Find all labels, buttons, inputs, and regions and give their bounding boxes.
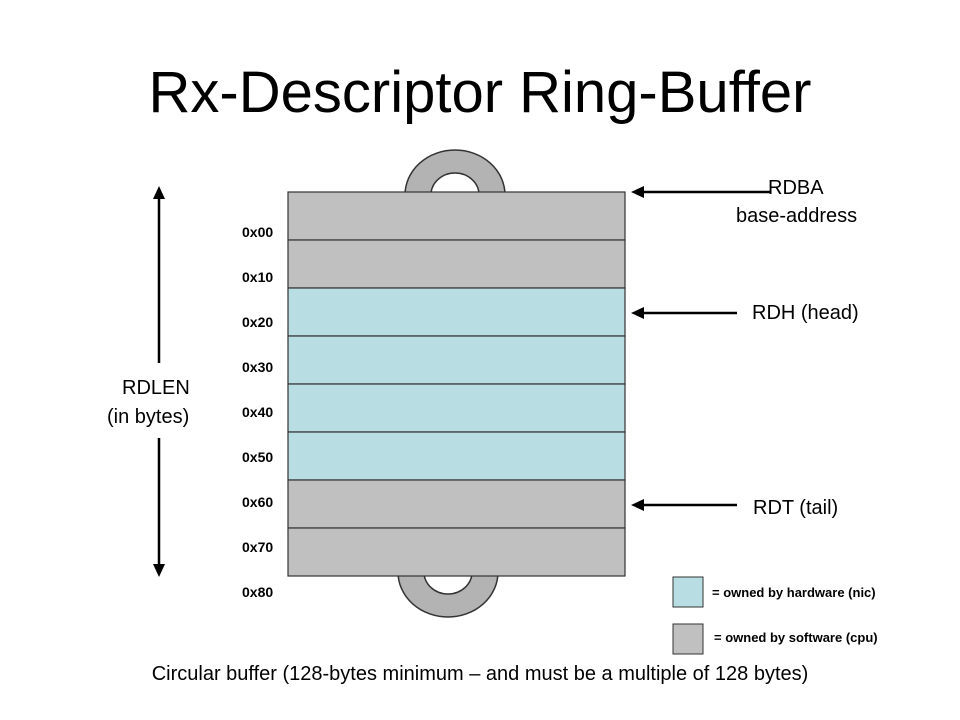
buffer-slot-1 — [287, 239, 626, 289]
address-label-0x40: 0x40 — [242, 404, 274, 420]
address-label-0x70: 0x70 — [242, 539, 274, 555]
caption: Circular buffer (128-bytes minimum – and… — [151, 663, 809, 685]
legend-software-label: = owned by software (cpu) — [714, 630, 878, 645]
address-label-0x60: 0x60 — [242, 494, 274, 510]
address-label-0x20: 0x20 — [242, 314, 274, 330]
rdba-label: RDBA — [768, 177, 824, 199]
rdt-label: RDT (tail) — [753, 497, 839, 519]
rdt-arrow — [631, 499, 737, 511]
legend-hardware-swatch — [672, 576, 704, 608]
buffer-slot-5 — [287, 431, 626, 481]
rdlen-label: RDLEN — [122, 377, 190, 399]
rdh-arrow — [631, 307, 737, 319]
address-label-0x00: 0x00 — [242, 224, 274, 240]
buffer-slot-2 — [287, 287, 626, 337]
rdh-label: RDH (head) — [752, 302, 859, 324]
buffer-slot-6 — [287, 479, 626, 529]
buffer-slot-7 — [287, 527, 626, 577]
rdba-arrow — [631, 186, 770, 198]
rdba-sublabel: base-address — [736, 205, 858, 227]
address-label-0x80: 0x80 — [242, 584, 274, 600]
address-label-0x50: 0x50 — [242, 449, 274, 465]
buffer-slot-0 — [287, 191, 626, 241]
buffer-slot-3 — [287, 335, 626, 385]
page-title: Rx-Descriptor Ring-Buffer — [148, 60, 812, 125]
legend-hardware-label: = owned by hardware (nic) — [712, 585, 876, 600]
buffer-slots — [287, 191, 626, 577]
address-label-0x30: 0x30 — [242, 359, 274, 375]
address-label-0x10: 0x10 — [242, 269, 274, 285]
legend-software-swatch — [672, 623, 704, 655]
rdlen-sublabel: (in bytes) — [107, 406, 190, 428]
rdlen-double-arrow — [153, 186, 165, 577]
buffer-slot-4 — [287, 383, 626, 433]
